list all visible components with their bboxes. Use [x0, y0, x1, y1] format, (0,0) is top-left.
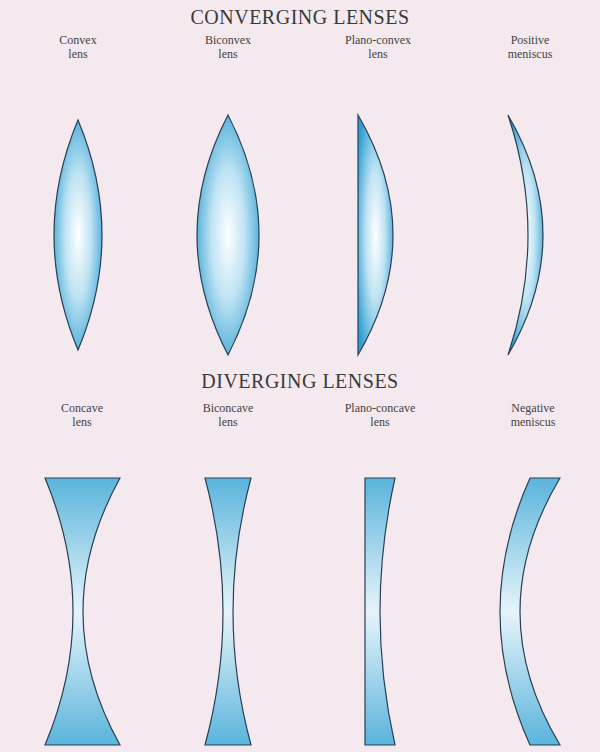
lens-label: Positive meniscus — [499, 34, 561, 62]
concave-lens — [45, 478, 120, 745]
lens-label: Plano-concave lens — [340, 402, 420, 430]
lens-label: Biconcave lens — [197, 402, 259, 430]
negative-meniscus-lens — [500, 478, 560, 745]
lens-label: Biconvex lens — [198, 34, 258, 62]
positive-meniscus-lens — [508, 115, 543, 355]
plano-convex-lens — [358, 115, 393, 355]
section-heading: CONVERGING LENSES — [90, 6, 510, 29]
biconcave-lens — [205, 478, 251, 745]
lens-label: Convex lens — [51, 34, 106, 62]
lens-label: Negative meniscus — [502, 402, 564, 430]
biconvex-lens — [197, 115, 259, 355]
section-heading: DIVERGING LENSES — [90, 370, 510, 393]
convex-lens — [54, 120, 102, 350]
lens-label: Concave lens — [53, 402, 111, 430]
lens-label: Plano-convex lens — [339, 34, 417, 62]
plano-concave-lens — [365, 478, 395, 745]
